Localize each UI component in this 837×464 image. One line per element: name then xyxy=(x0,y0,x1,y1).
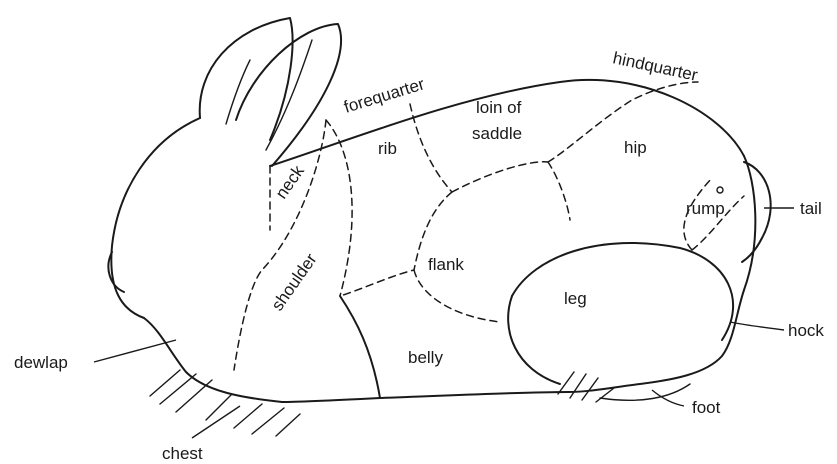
label-hip: hip xyxy=(624,138,647,157)
label-flank: flank xyxy=(428,255,464,274)
label-loin-line1: loin of xyxy=(476,98,522,117)
label-hock: hock xyxy=(788,321,824,340)
label-leg: leg xyxy=(564,289,587,308)
label-hindquarter: hindquarter xyxy=(611,48,699,85)
label-neck: neck xyxy=(272,162,308,203)
label-loin-line2: saddle xyxy=(472,124,522,143)
label-rib: rib xyxy=(378,139,397,158)
label-foot: foot xyxy=(692,398,721,417)
label-dewlap: dewlap xyxy=(14,353,68,372)
label-shoulder: shoulder xyxy=(268,250,321,315)
leader-lines xyxy=(94,208,794,438)
label-rump: rump xyxy=(686,199,725,218)
label-chest: chest xyxy=(162,444,203,463)
label-forequarter: forequarter xyxy=(342,74,427,117)
label-belly: belly xyxy=(408,348,443,367)
ears xyxy=(200,18,341,166)
label-tail: tail xyxy=(800,199,822,218)
